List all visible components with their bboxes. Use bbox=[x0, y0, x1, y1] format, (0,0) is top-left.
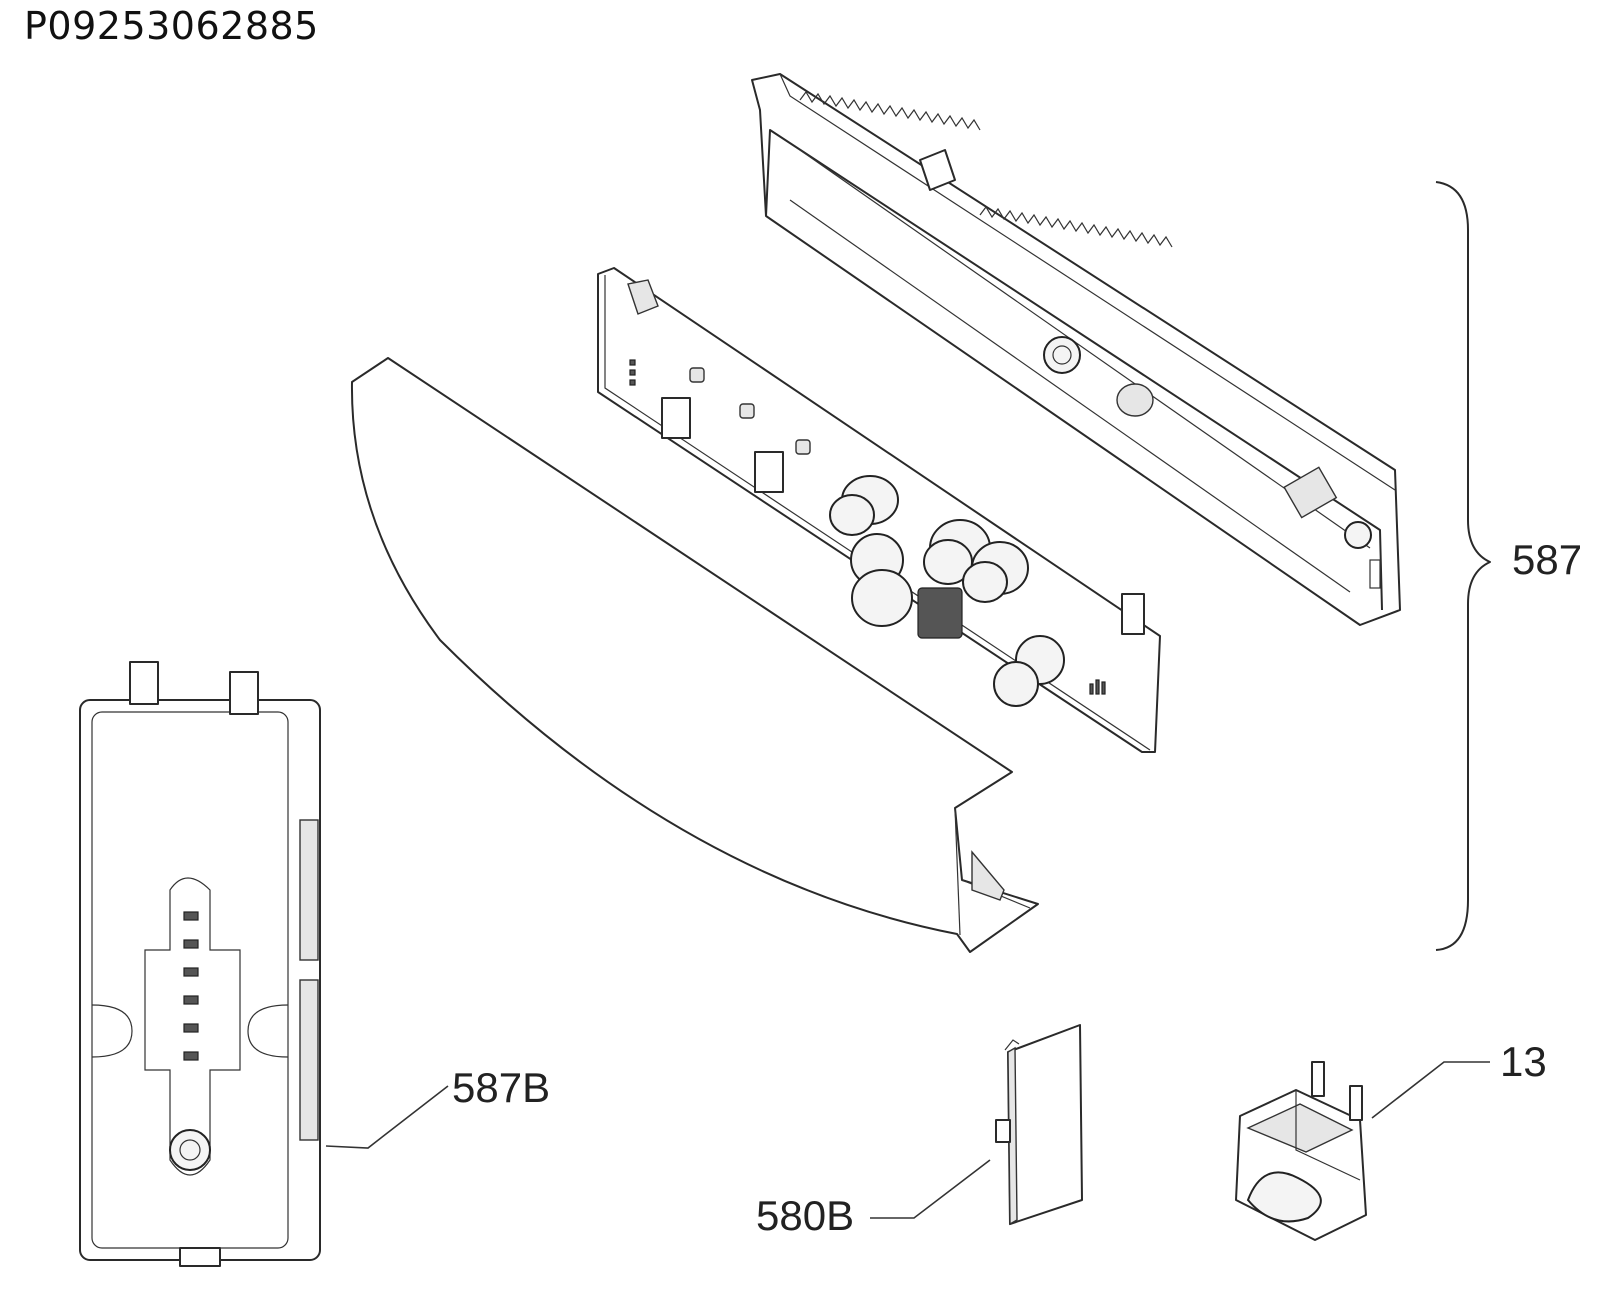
leader-587b bbox=[325, 1085, 449, 1149]
callout-580b: 580B bbox=[756, 1192, 855, 1239]
rear-cover-part bbox=[79, 661, 321, 1267]
document-id: P09253062885 bbox=[24, 4, 319, 48]
callout-13: 13 bbox=[1500, 1038, 1547, 1085]
control-board-part bbox=[597, 267, 1161, 869]
leader-13 bbox=[1371, 1061, 1490, 1119]
rear-frame-part bbox=[751, 73, 1401, 626]
callout-587: 587 bbox=[1512, 536, 1583, 583]
switch-part bbox=[1235, 1061, 1367, 1241]
assembly-bracket bbox=[1435, 181, 1491, 951]
callout-587b: 587B bbox=[452, 1064, 551, 1111]
front-panel-part bbox=[350, 357, 1039, 953]
rotary-knobs bbox=[829, 475, 1065, 707]
leader-580b bbox=[870, 1159, 991, 1219]
cover-cap-part bbox=[995, 1024, 1083, 1226]
